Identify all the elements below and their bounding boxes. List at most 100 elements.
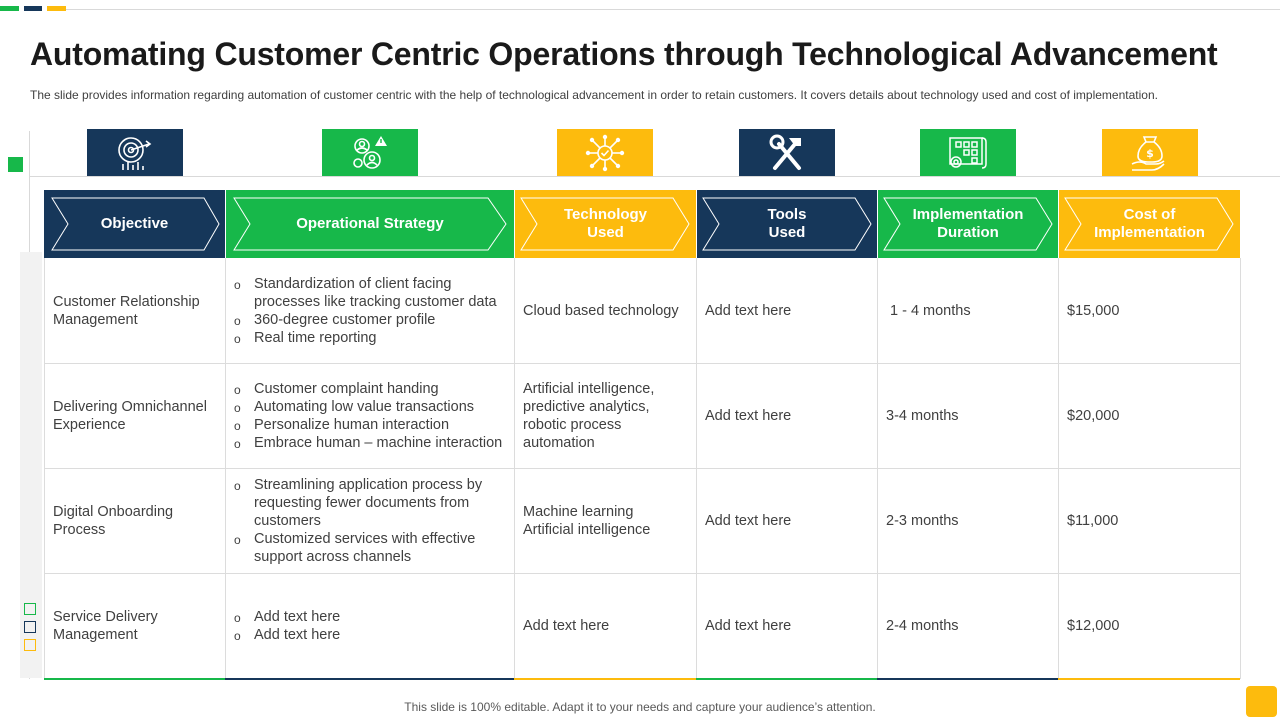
- technology-text: Cloud based technology: [523, 302, 679, 319]
- top-accent-yellow: [47, 6, 66, 11]
- strategy-list: Add text here Add text here: [234, 608, 340, 645]
- bottom-rule-green: [225, 678, 514, 680]
- list-item: Add text here: [234, 608, 340, 627]
- list-item: Standardization of client facing process…: [234, 275, 514, 311]
- tools-text: Add text here: [705, 407, 792, 424]
- cell-duration: 2-3 months: [877, 468, 1058, 573]
- technology-text: Add text here: [523, 618, 610, 634]
- cell-duration: 2-4 months: [877, 573, 1058, 679]
- grid-line: [44, 468, 1240, 469]
- list-item: Personalize human interaction: [234, 416, 502, 435]
- target-chart-icon: [87, 129, 183, 176]
- corner-yellow-square: [1246, 686, 1277, 717]
- objective-text: Service Delivery Management: [53, 609, 158, 643]
- header-operational-strategy: Operational Strategy: [226, 190, 514, 258]
- top-accent-green: [0, 6, 19, 11]
- list-item: Embrace human – machine interaction: [234, 434, 502, 453]
- top-rule: [66, 9, 1280, 10]
- money-bag-hand-icon: $: [1102, 129, 1198, 176]
- header-label: Cost of Implementation: [1094, 206, 1205, 241]
- tools-text: Add text here: [705, 618, 792, 634]
- tools-icon: [739, 129, 835, 176]
- svg-text:$: $: [1146, 147, 1154, 160]
- icon-row-rule: [30, 176, 1280, 177]
- cell-cost: $15,000: [1058, 258, 1240, 363]
- strategy-list: Streamlining application process by requ…: [234, 476, 514, 566]
- cell-tools: Add text here: [696, 468, 877, 573]
- cell-technology: Machine learning Artificial intelligence: [514, 468, 696, 573]
- outline-square-yellow: [24, 639, 36, 651]
- header-label: Implementation Duration: [912, 206, 1024, 241]
- bottom-rule-navy2: [696, 678, 877, 680]
- header-label: Objective: [100, 215, 169, 232]
- cell-objective: Customer Relationship Management: [44, 258, 225, 363]
- header-implementation-duration: Implementation Duration: [878, 190, 1058, 258]
- list-item: Customer complaint handing: [234, 380, 502, 399]
- cell-cost: $11,000: [1058, 468, 1240, 573]
- list-item: 360-degree customer profile: [234, 311, 514, 330]
- header-tools-used: Tools Used: [697, 190, 877, 258]
- duration-text: 2-3 months: [886, 512, 959, 529]
- outline-square-green: [24, 603, 36, 615]
- list-item: Customized services with effective suppo…: [234, 530, 494, 566]
- bottom-rule-navy: [44, 678, 225, 680]
- duration-text: 1 - 4 months: [890, 302, 971, 319]
- blueprint-gear-icon: [920, 129, 1016, 176]
- bottom-rule-green2: [877, 678, 1058, 680]
- cell-tools: Add text here: [696, 363, 877, 468]
- cell-strategy: Streamlining application process by requ…: [225, 468, 514, 573]
- tools-text: Add text here: [705, 512, 792, 529]
- cell-objective: Digital Onboarding Process: [44, 468, 225, 573]
- left-shadow-band: [20, 252, 42, 678]
- bottom-rule-yellow: [514, 678, 696, 680]
- header-cost-of-implementation: Cost of Implementation: [1059, 190, 1240, 258]
- objective-text: Customer Relationship Management: [53, 293, 200, 328]
- header-label: Operational Strategy: [296, 215, 444, 232]
- cost-text: $20,000: [1067, 407, 1120, 424]
- header-label: Tools Used: [767, 206, 807, 241]
- cell-strategy: Standardization of client facing process…: [225, 258, 514, 363]
- left-green-square: [8, 157, 23, 172]
- cell-technology: Cloud based technology: [514, 258, 696, 363]
- cell-objective: Service Delivery Management: [44, 573, 225, 679]
- bottom-rule-yellow2: [1058, 678, 1240, 680]
- page-subtitle: The slide provides information regarding…: [30, 88, 1158, 102]
- list-item: Automating low value transactions: [234, 398, 502, 417]
- cell-technology: Artificial intelligence, predictive anal…: [514, 363, 696, 468]
- cell-cost: $12,000: [1058, 573, 1240, 679]
- cell-strategy: Add text here Add text here: [225, 573, 514, 679]
- list-item: Real time reporting: [234, 329, 514, 348]
- technology-text: Artificial intelligence, predictive anal…: [523, 380, 655, 451]
- cell-tools: Add text here: [696, 573, 877, 679]
- footer-note: This slide is 100% editable. Adapt it to…: [404, 700, 876, 714]
- cost-text: $12,000: [1067, 618, 1120, 634]
- cell-objective: Delivering Omnichannel Experience: [44, 363, 225, 468]
- people-gear-warning-icon: [322, 129, 418, 176]
- header-technology-used: Technology Used: [515, 190, 696, 258]
- cell-technology: Add text here: [514, 573, 696, 679]
- strategy-list: Standardization of client facing process…: [234, 275, 514, 348]
- grid-line: [44, 573, 1240, 574]
- objective-text: Digital Onboarding Process: [53, 503, 174, 538]
- outline-square-navy: [24, 621, 36, 633]
- tools-text: Add text here: [705, 302, 792, 319]
- cost-text: $11,000: [1067, 512, 1119, 529]
- technology-text: Machine learning Artificial intelligence: [523, 503, 651, 538]
- header-objective: Objective: [44, 190, 225, 258]
- strategy-list: Customer complaint handing Automating lo…: [234, 380, 502, 453]
- duration-text: 3-4 months: [886, 407, 959, 424]
- top-accent-navy: [24, 6, 42, 11]
- cell-tools: Add text here: [696, 258, 877, 363]
- duration-text: 2-4 months: [886, 618, 959, 634]
- list-item: Streamlining application process by requ…: [234, 476, 494, 530]
- cell-strategy: Customer complaint handing Automating lo…: [225, 363, 514, 468]
- cell-cost: $20,000: [1058, 363, 1240, 468]
- cell-duration: 1 - 4 months: [877, 258, 1058, 363]
- grid-line: [1240, 258, 1241, 679]
- cost-text: $15,000: [1067, 302, 1120, 319]
- network-check-icon: [557, 129, 653, 176]
- list-item: Add text here: [234, 626, 340, 645]
- cell-duration: 3-4 months: [877, 363, 1058, 468]
- objective-text: Delivering Omnichannel Experience: [53, 398, 207, 433]
- page-title: Automating Customer Centric Operations t…: [30, 36, 1218, 72]
